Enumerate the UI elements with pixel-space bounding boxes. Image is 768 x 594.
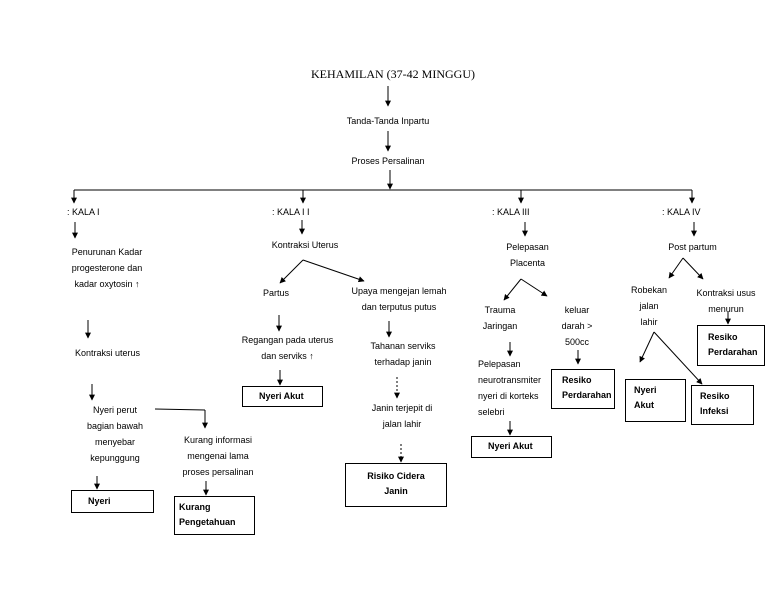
arrow-pelepasan-to-keluar — [520, 278, 548, 297]
line-nyeri-to-kurang-info — [154, 408, 206, 411]
title-kehamilan: KEHAMILAN (37-42 MINGGU) — [311, 67, 475, 81]
node-tanda-inpartu: Tanda-Tanda Inpartu — [346, 116, 430, 126]
node-kontraksi-uterus-2: Kontraksi Uterus — [271, 240, 339, 250]
arrow-pelepasan-to-trauma — [503, 278, 522, 301]
arrow-post-to-robekan — [668, 257, 684, 279]
box-nyeri: Nyeri — [71, 490, 154, 513]
arrow-robekan-to-infeksi — [653, 331, 703, 385]
label-kala-2: : KALA I I — [272, 207, 310, 217]
arrow-post-to-kontraksi — [682, 257, 704, 280]
label-kala-1: : KALA I — [67, 207, 100, 217]
arrow-kontraksi-to-upaya — [302, 259, 365, 283]
label-kala-3: : KALA III — [492, 207, 530, 217]
node-proses-persalinan: Proses Persalinan — [351, 156, 425, 166]
box-nyeri-akut-2: Nyeri Akut — [242, 386, 323, 407]
box-nyeri-akut-3: Nyeri Akut — [471, 436, 552, 458]
node-partus: Partus — [263, 288, 290, 298]
arrow-robekan-to-nyeri — [639, 331, 655, 363]
node-post-partum: Post partum — [668, 242, 717, 252]
label-kala-4: : KALA IV — [662, 207, 701, 217]
arrow-kontraksi-to-partus — [279, 259, 304, 284]
node-kontraksi-uterus-1: Kontraksi uterus — [75, 348, 141, 358]
